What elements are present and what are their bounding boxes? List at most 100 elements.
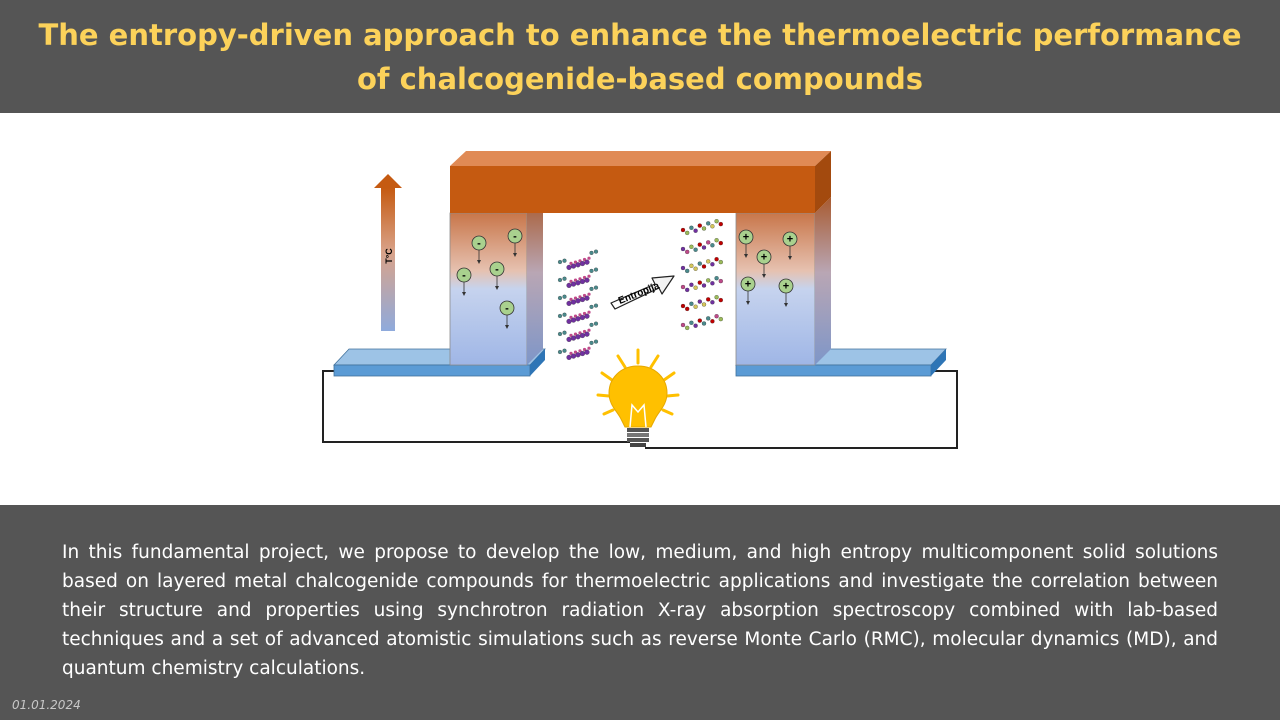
svg-text:+: + [761,252,767,264]
atom [701,226,707,231]
atom [689,263,694,268]
atom [593,339,599,344]
atom [718,259,723,265]
svg-text:-: - [513,231,517,243]
svg-text:-: - [505,303,509,315]
svg-text:-: - [462,270,466,282]
atom [706,221,711,226]
hole-icon: + [738,229,754,258]
thermoelectric-diagram: T°C [0,113,1280,505]
atom [570,299,577,305]
footer-bar: In this fundamental project, we propose … [0,505,1280,720]
atom [566,282,572,288]
atom [689,244,694,249]
atom [587,256,591,260]
temperature-label: T°C [384,248,394,264]
high-entropy-structure [680,219,723,331]
atom [697,242,702,247]
atom [587,346,591,350]
atom [689,320,694,325]
atom [557,331,563,337]
atom [575,262,581,268]
atom [701,302,707,307]
hole-icon: + [778,278,794,307]
atom [566,336,572,342]
atom [570,353,577,359]
atom [706,240,711,245]
atom [566,300,572,306]
atom [693,247,698,252]
svg-text:-: - [477,238,481,250]
atom [562,348,567,353]
hole-icon: + [782,231,798,260]
atom [706,297,711,302]
atom [718,297,723,303]
page-title: The entropy-driven approach to enhance t… [38,17,1242,96]
svg-text:+: + [743,232,749,244]
atom [714,295,719,300]
date-label: 01.01.2024 [12,698,81,712]
atom [575,280,581,286]
atom [693,228,698,233]
diagram-canvas: T°C [322,151,958,449]
atom [685,325,690,331]
atom [557,277,563,283]
atom [589,268,594,273]
svg-text:+: + [787,234,793,246]
atom [593,303,599,308]
atom [575,334,581,340]
atom [718,316,723,322]
atom [566,264,572,270]
atom [584,313,590,319]
atom [685,230,690,236]
atom [714,314,719,319]
electron-icon: - [507,228,523,257]
atom [680,322,686,328]
atom [562,258,567,263]
atom [697,261,702,266]
atom [584,295,590,301]
atom [706,316,711,321]
atom [680,265,686,271]
atom [562,276,567,281]
atom [557,259,563,265]
electron-icon: - [489,261,505,290]
atom [579,332,586,339]
atom [593,285,599,290]
atom [706,259,711,264]
atom [584,349,590,355]
temperature-arrow [374,174,402,331]
light-bulb-icon [596,348,680,447]
atom [710,281,715,286]
atom [575,298,581,304]
atom [714,276,719,281]
atom [701,264,707,269]
atom [570,281,577,287]
atom [680,246,686,252]
svg-text:+: + [783,281,789,293]
atom [710,319,715,324]
atom [570,263,577,269]
atom [706,278,711,283]
atom [693,285,698,290]
atom [685,268,690,274]
atom [689,282,694,287]
atom [589,304,594,309]
atom [710,262,715,267]
atom [714,219,719,224]
electron-icon: - [471,235,487,264]
atom [557,295,563,301]
hole-icon: + [740,276,756,305]
atom [584,331,590,337]
atom [593,321,599,326]
atom [710,243,715,248]
atom [697,280,702,285]
atom [587,292,591,296]
electron-icon: - [456,267,472,296]
atom [579,296,586,303]
atom [587,328,591,332]
atom [718,278,723,284]
atom [685,249,690,255]
atom [570,317,577,323]
atom [685,287,690,293]
